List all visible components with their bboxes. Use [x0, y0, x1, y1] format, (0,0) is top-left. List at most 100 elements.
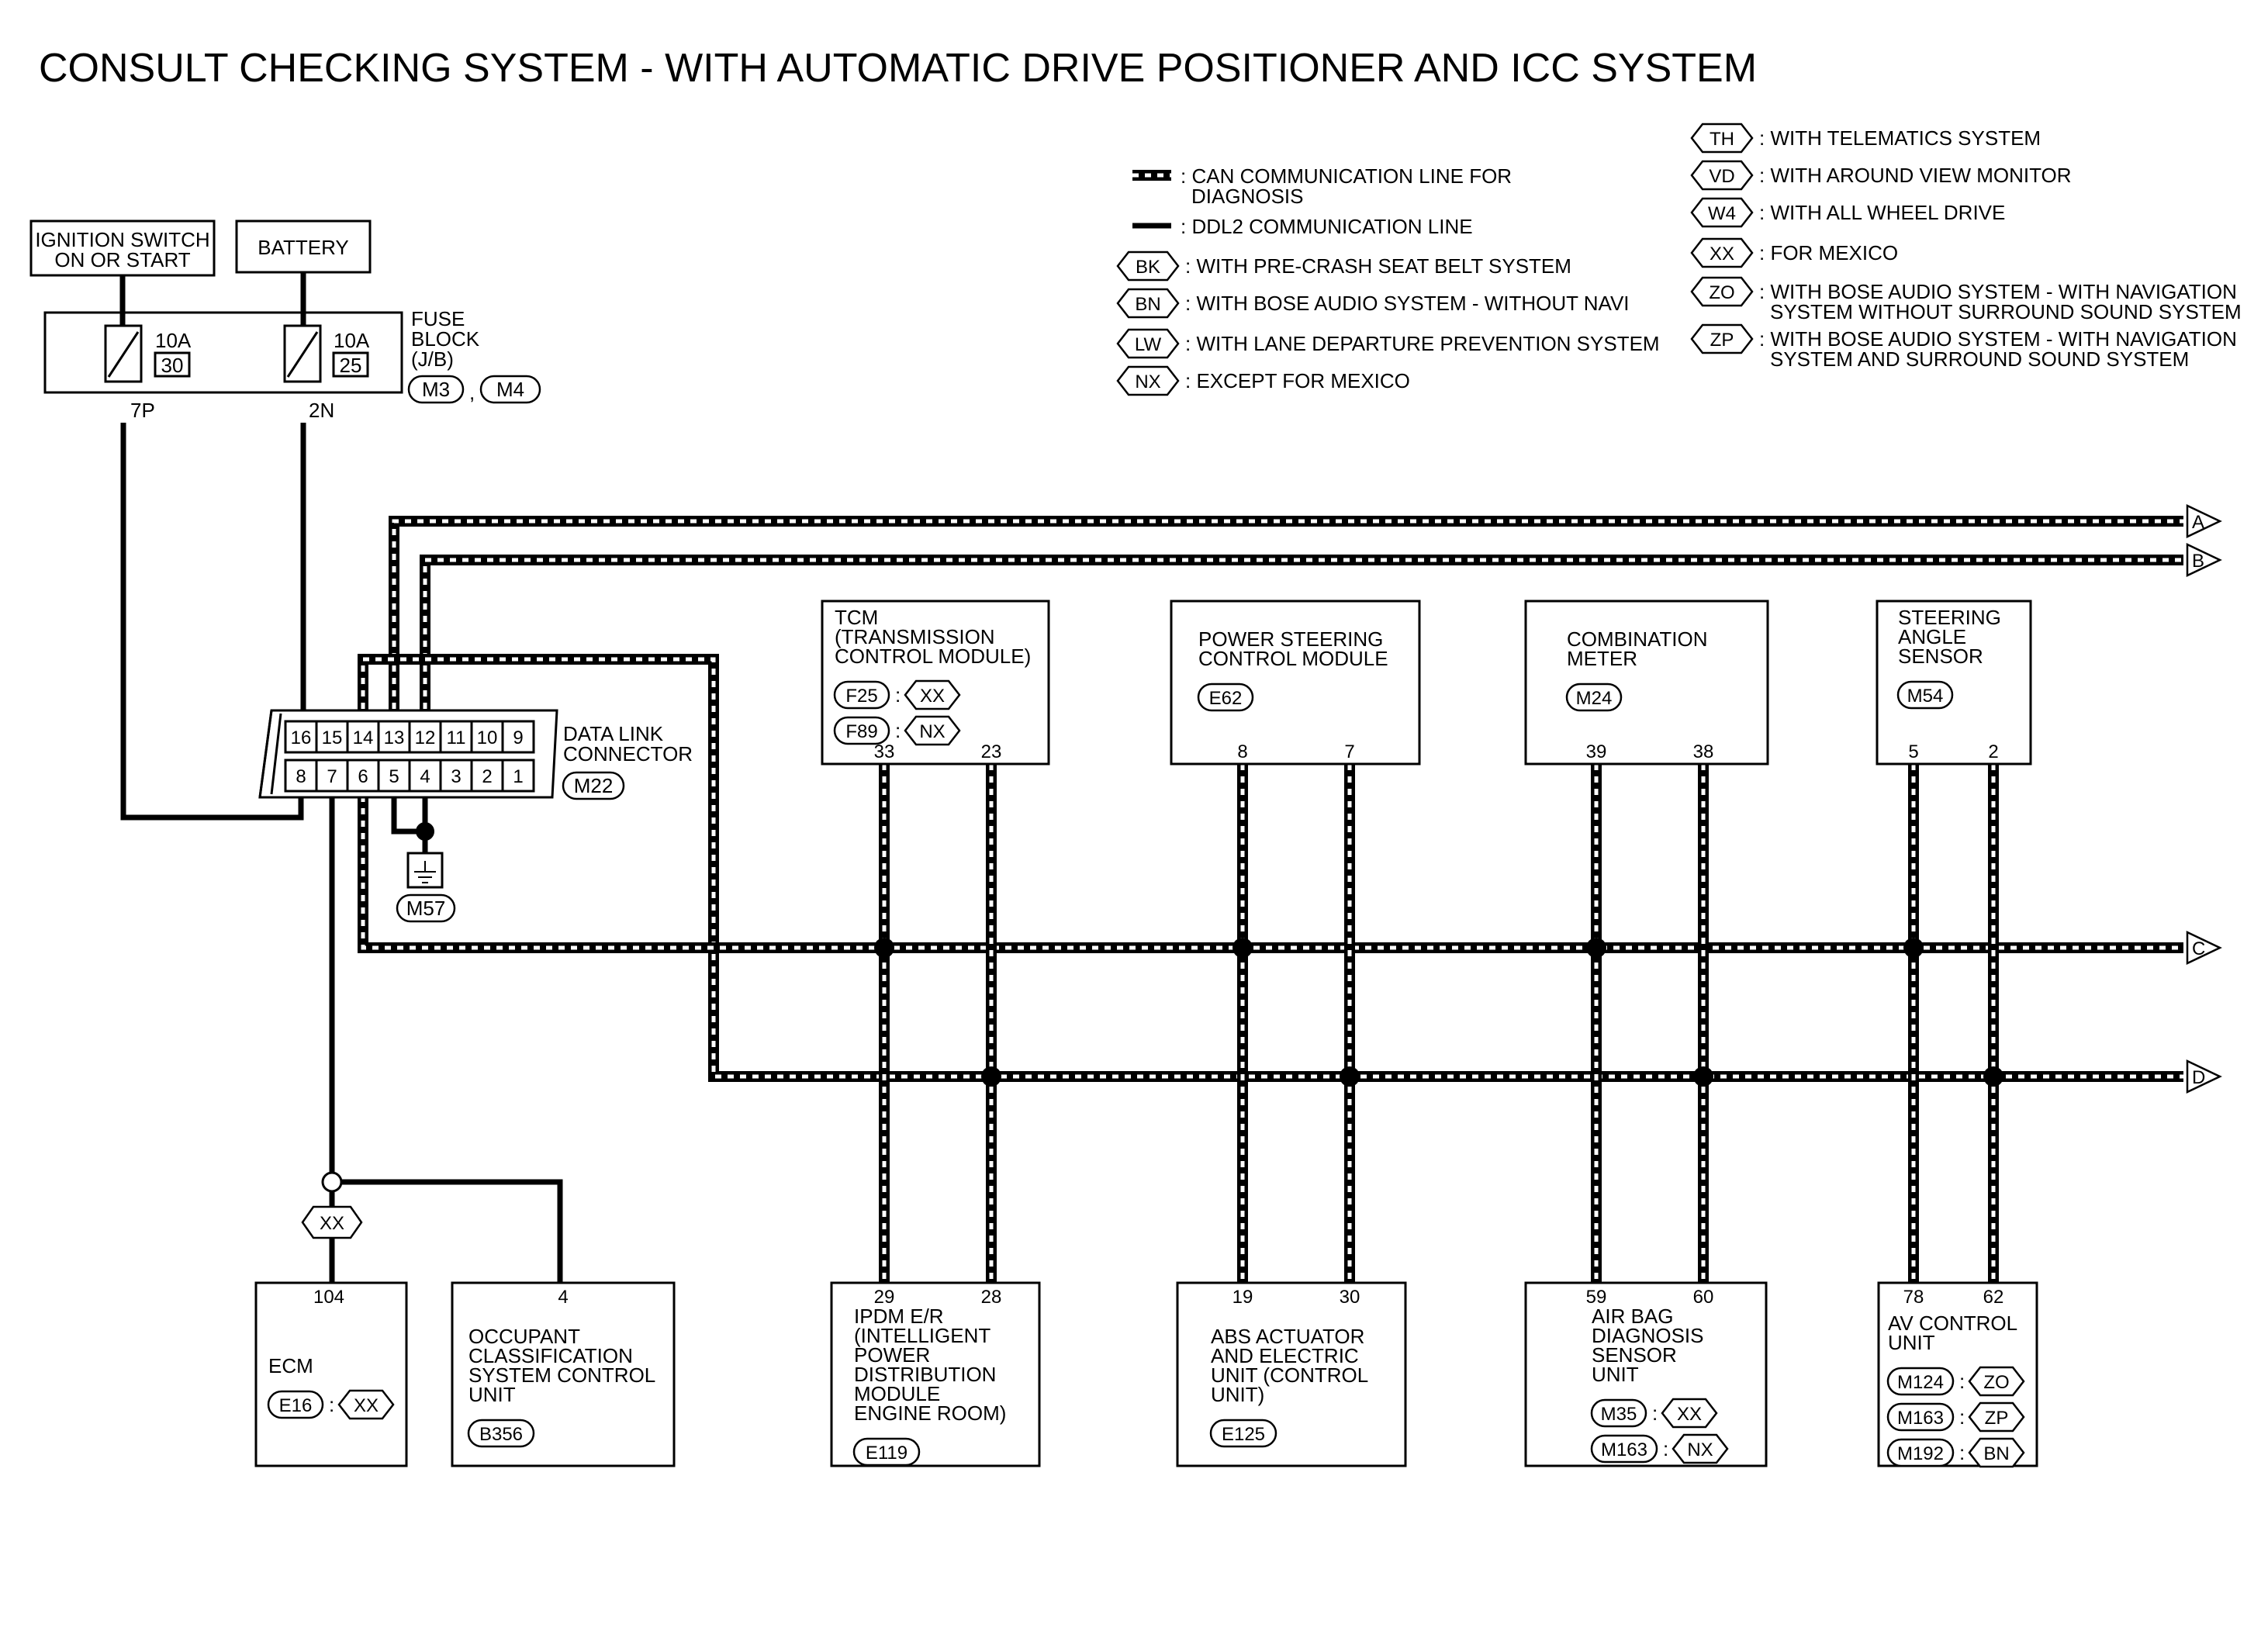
svg-text:CONNECTOR: CONNECTOR [563, 742, 693, 766]
arrow-b [2186, 543, 2222, 577]
arrow-d [2186, 1059, 2222, 1094]
dlc-pin-label: 16 [291, 728, 312, 748]
connector-b356-text: B356 [479, 1424, 523, 1445]
legend-code-zo-text: ZO [1709, 282, 1734, 303]
connector-tag-xx: XX [904, 679, 961, 710]
connector-e62: E62 [1197, 683, 1254, 712]
legend-code-zp-text: ZP [1710, 330, 1734, 351]
connector-m163: M163 [1886, 1402, 1955, 1432]
legend-code-lw-text: LW [1135, 334, 1162, 355]
connector-m24-text: M24 [1576, 688, 1613, 709]
connector-tag-xx-text: XX [1677, 1404, 1702, 1425]
connector-tag-bn: BN [1968, 1437, 2025, 1468]
connector-f89-text: F89 [845, 721, 877, 742]
connector-tag-zp: ZP [1968, 1401, 2025, 1433]
module-label: CONTROL MODULE) [835, 645, 1031, 668]
fuse-block-label: FUSE [411, 307, 465, 330]
module-pin-7: 7 [1344, 741, 1354, 762]
connector-tag-xx-text: XX [920, 686, 945, 707]
legend-can-text-2: DIAGNOSIS [1191, 185, 1303, 208]
module-label: SENSOR [1898, 645, 1983, 668]
connector-b356: B356 [467, 1419, 535, 1448]
dlc-pin-label: 11 [447, 728, 466, 748]
module-label: CLASSIFICATION [468, 1344, 633, 1367]
module-label: ENGINE ROOM) [854, 1401, 1006, 1425]
battery-label: BATTERY [258, 236, 349, 259]
dlc-pin-label: 8 [296, 766, 306, 787]
legend-code-text-2: SYSTEM WITHOUT SURROUND SOUND SYSTEM [1770, 300, 2242, 323]
dlc-pin-label: 5 [389, 766, 399, 787]
legend-code-zo: ZO [1690, 276, 1754, 307]
svg-text:M4: M4 [496, 378, 524, 401]
module-label: UNIT [1888, 1331, 1935, 1354]
module-pin-59: 59 [1586, 1287, 1607, 1308]
dlc-pin-label: 15 [322, 728, 343, 748]
connector-f25: F25 [833, 680, 890, 710]
connector-m124-text: M124 [1897, 1372, 1944, 1393]
can-splice [1586, 938, 1606, 958]
connector-tag-xx: XX [337, 1389, 395, 1420]
connector-tag-zo-text: ZO [1983, 1372, 2009, 1393]
legend-ddl2-line: : DDL2 COMMUNICATION LINE [1132, 215, 1473, 238]
dlc-pin-label: 7 [327, 766, 337, 787]
legend-code-w4-text: W4 [1708, 203, 1736, 224]
legend-code-text: : WITH ALL WHEEL DRIVE [1759, 201, 2005, 224]
module-pin-38: 38 [1693, 741, 1714, 762]
legend-ddl2-text: : DDL2 COMMUNICATION LINE [1181, 215, 1473, 238]
module-label: UNIT [468, 1383, 516, 1406]
connector-m54-text: M54 [1907, 686, 1944, 707]
can-splice [1232, 938, 1253, 958]
legend-code-bk-text: BK [1136, 257, 1160, 278]
dlc-label: DATA LINK [563, 722, 664, 745]
legend-code-nx-text: NX [1135, 372, 1160, 392]
connector-e16: E16 [267, 1390, 324, 1419]
module-label: SENSOR [1592, 1343, 1677, 1367]
connector-m54: M54 [1896, 680, 1954, 710]
connector-m24: M24 [1565, 683, 1623, 712]
module-label: CONTROL MODULE [1198, 647, 1388, 670]
legend-can-line: : CAN COMMUNICATION LINE FOR DIAGNOSIS [1132, 164, 1512, 208]
dlc-pin-label: 4 [420, 766, 430, 787]
module-pin-33: 33 [874, 741, 895, 762]
legend-code-th-text: TH [1710, 129, 1734, 150]
module-pin-23: 23 [981, 741, 1002, 762]
module-label: OCCUPANT [468, 1325, 580, 1348]
ground-wire-pin5 [391, 797, 425, 835]
fuse-block-box [43, 311, 403, 394]
arrow-label: D [2192, 1067, 2205, 1088]
module-label: DIAGNOSIS [1592, 1324, 1703, 1347]
terminal-2n: 2N [309, 399, 334, 422]
bottom-module-4: AIR BAGDIAGNOSISSENSORUNITM35:XXM163:NX5… [1524, 1281, 1768, 1467]
connector-m192: M192 [1886, 1438, 1955, 1467]
legend-code-vd-text: VD [1709, 166, 1734, 187]
module-label: ECM [268, 1354, 313, 1377]
module-label: TCM [835, 606, 878, 629]
legend-code-xx: XX [1690, 237, 1754, 268]
diagram-title: CONSULT CHECKING SYSTEM - WITH AUTOMATIC… [39, 46, 1757, 91]
svg-text:25: 25 [340, 354, 362, 377]
can-splice [1903, 938, 1924, 958]
module-label: (TRANSMISSION [835, 625, 995, 648]
legend-code-w4: W4 [1690, 197, 1754, 228]
dlc-pin-9 [501, 720, 535, 754]
connector-f25-text: F25 [845, 686, 877, 707]
ddl2-splice [321, 1171, 343, 1193]
connector-separator: : [1652, 1401, 1658, 1425]
svg-text:XX: XX [320, 1213, 344, 1234]
dlc-pin8-wire [120, 423, 304, 821]
module-pin-62: 62 [1983, 1287, 2004, 1308]
connector-m163-text: M163 [1601, 1439, 1647, 1460]
connector-separator: : [1959, 1370, 1965, 1393]
module-label: IPDM E/R [854, 1305, 944, 1328]
connector-tag-nx-text: NX [1687, 1439, 1713, 1460]
connector-separator: : [1959, 1441, 1965, 1464]
legend-code-bn-text: BN [1135, 294, 1160, 315]
module-label: UNIT) [1211, 1383, 1264, 1406]
